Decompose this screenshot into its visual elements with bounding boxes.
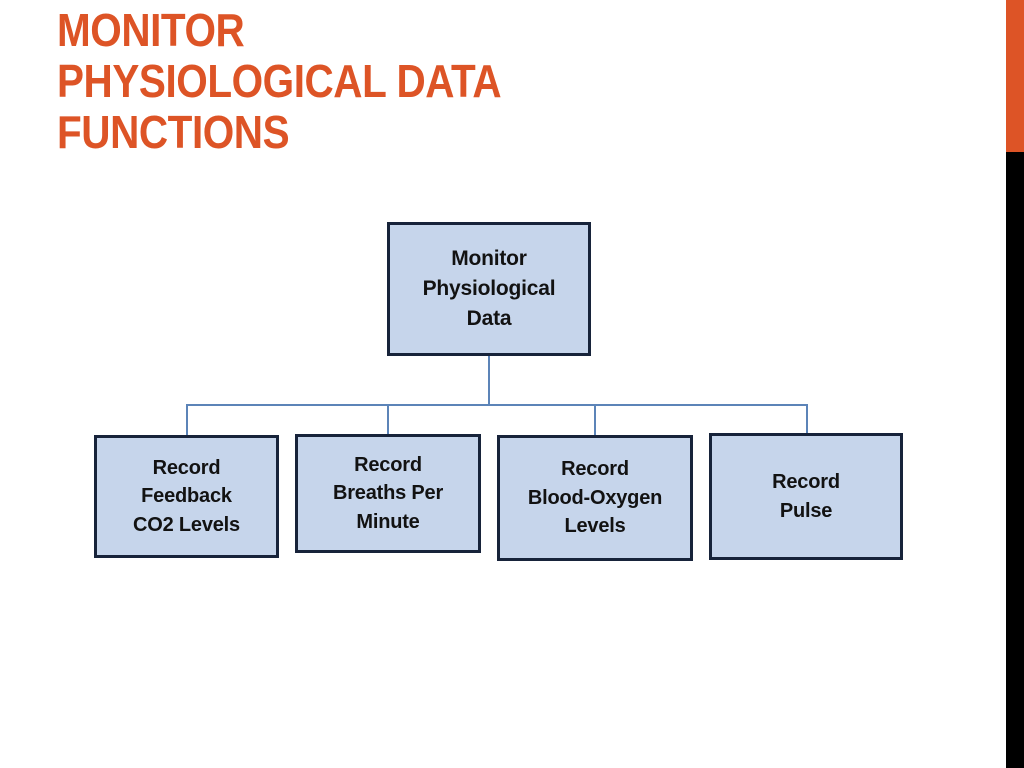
org-node-record-pulse[interactable]: Record Pulse (709, 433, 903, 560)
org-node-label: Record Breaths Per Minute (332, 453, 444, 533)
org-node-label: Monitor Physiological Data (422, 247, 556, 330)
org-node-record-breaths-per-minute[interactable]: Record Breaths Per Minute (295, 434, 481, 553)
page-title: Monitor Physiological Data Functions (57, 4, 502, 158)
black-accent-bar (1006, 152, 1024, 768)
connector-drop-co2 (186, 404, 188, 437)
connector-drop-blood-oxygen (594, 404, 596, 437)
connector-horizontal-bus (186, 404, 808, 406)
org-node-label: Record Blood-Oxygen Levels (527, 458, 663, 538)
org-node-monitor-physiological-data[interactable]: Monitor Physiological Data (387, 222, 591, 356)
org-node-record-feedback-co2-levels[interactable]: Record Feedback CO2 Levels (94, 435, 279, 558)
orange-accent-bar (1006, 0, 1024, 152)
connector-drop-pulse (806, 404, 808, 435)
org-node-label: Record Feedback CO2 Levels (133, 456, 240, 536)
connector-drop-breaths (387, 404, 389, 436)
connector-root-trunk (488, 356, 490, 406)
org-node-label: Record Pulse (772, 471, 840, 522)
org-node-record-blood-oxygen-levels[interactable]: Record Blood-Oxygen Levels (497, 435, 693, 561)
